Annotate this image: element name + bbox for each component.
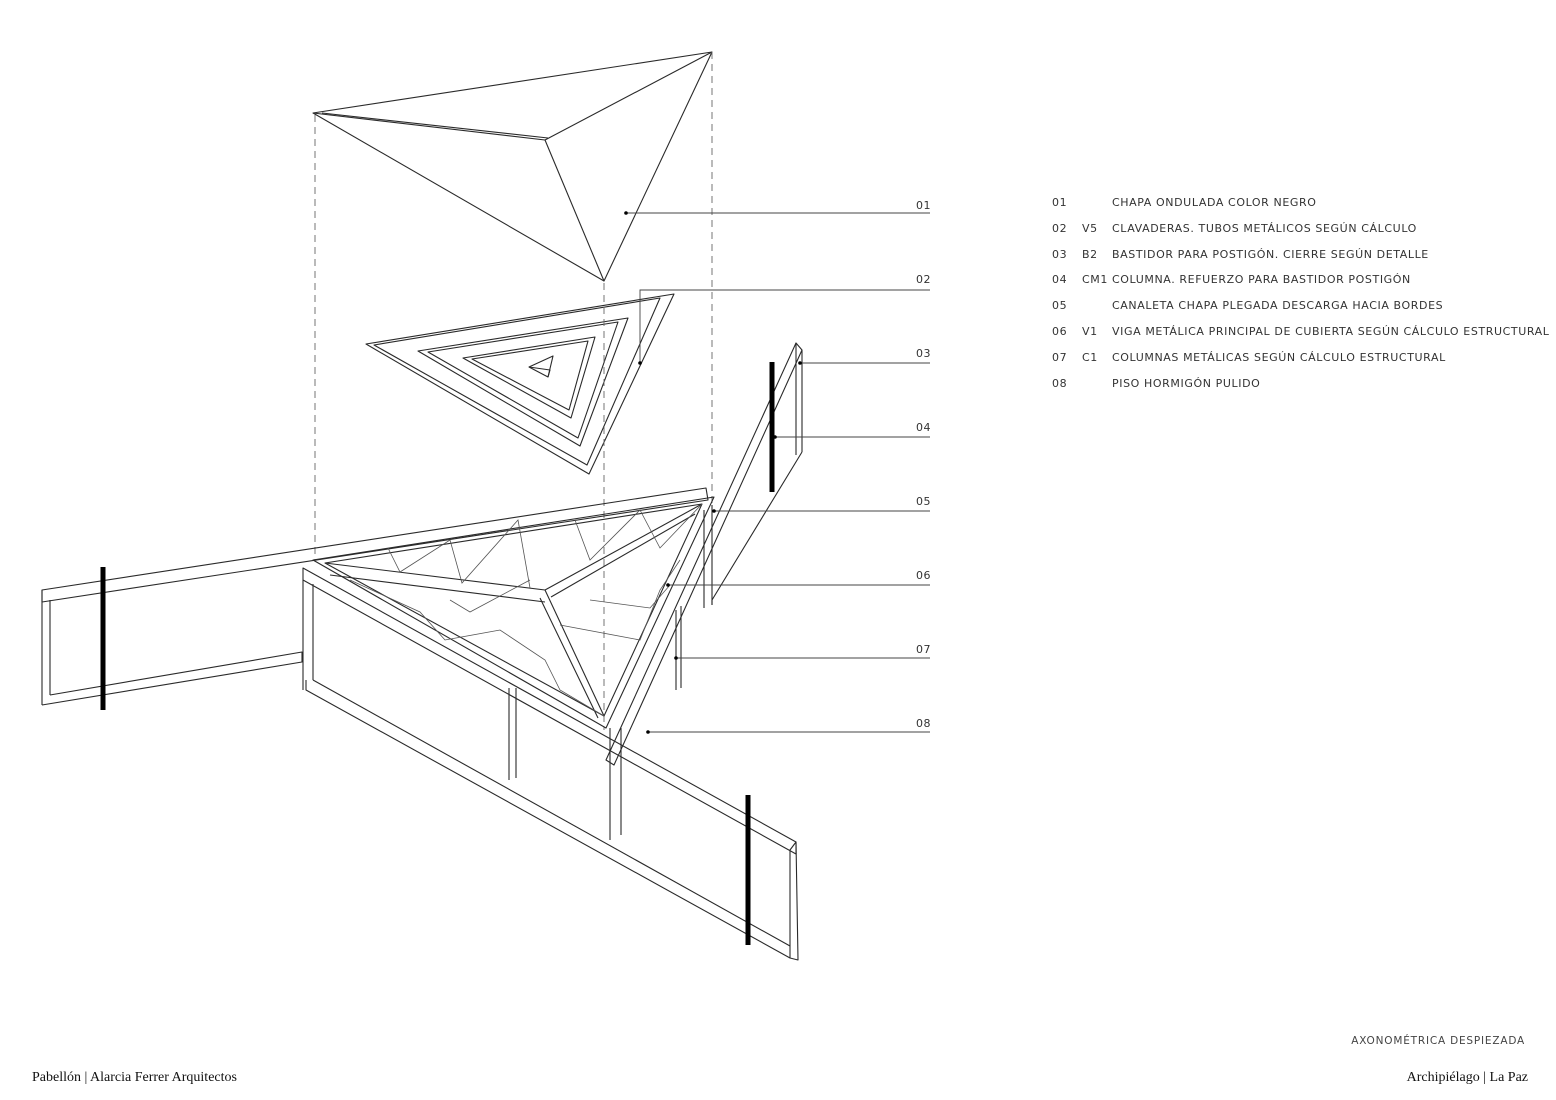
- callout-04: 04: [916, 421, 931, 434]
- callout-02: 02: [916, 273, 931, 286]
- callout-06: 06: [916, 569, 931, 582]
- reinforcement-columns: [100, 362, 775, 945]
- callout-07: 07: [916, 643, 931, 656]
- main-beam-left: [41, 487, 709, 706]
- drawing-subtitle: AXONOMÉTRICA DESPIEZADA: [1351, 1035, 1525, 1047]
- footer-location: Archipiélago | La Paz: [1406, 1070, 1528, 1085]
- callout-05: 05: [916, 495, 931, 508]
- footer-project: Pabellón | Alarcia Ferrer Arquitectos: [32, 1070, 237, 1085]
- projection-lines: [314, 52, 713, 730]
- callout-numbers: 01 02 03 04 05 06 07 08: [916, 199, 931, 730]
- callout-03: 03: [916, 347, 931, 360]
- callout-08: 08: [916, 717, 931, 730]
- main-beam-front: [302, 567, 799, 961]
- roof-corrugated-sheet: [312, 51, 713, 282]
- callout-01: 01: [916, 199, 931, 212]
- leader-lines: [624, 211, 930, 734]
- roof-structure-beams: [312, 496, 715, 840]
- purlins-frame: [365, 293, 675, 475]
